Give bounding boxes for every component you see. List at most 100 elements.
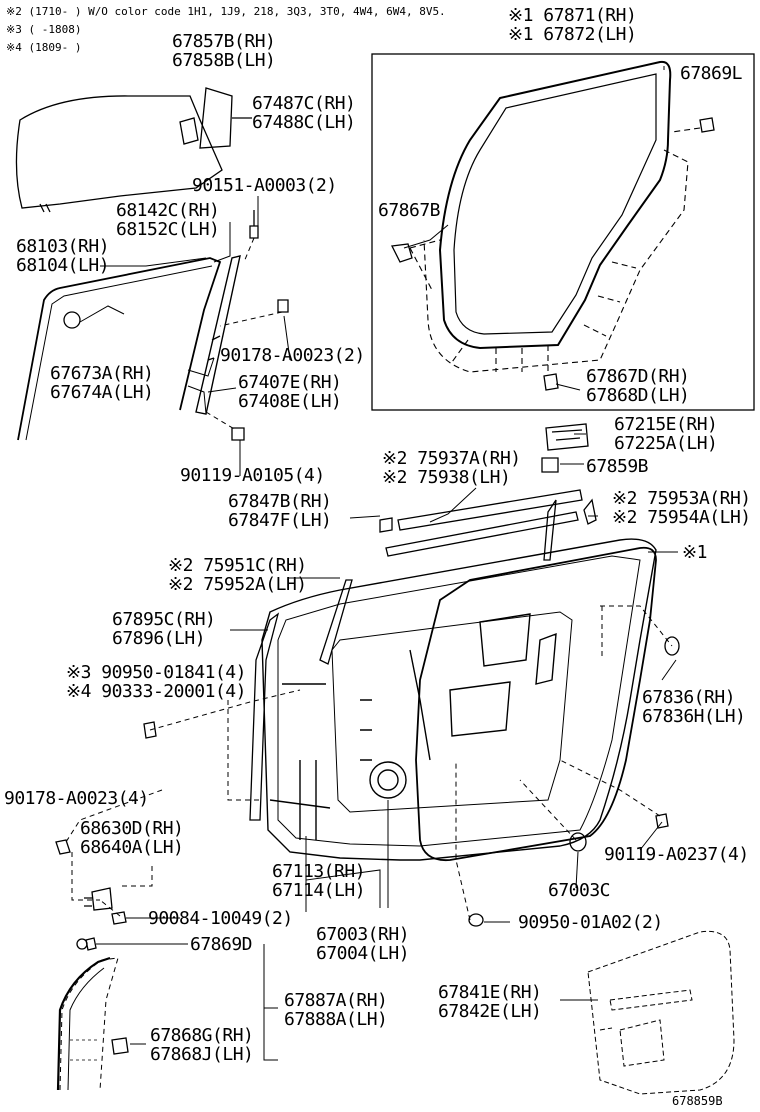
label-67871: ※1 67871(RH) ※1 67872(LH) xyxy=(508,5,637,45)
part-75952a-lh: ※2 75952A(LH) xyxy=(168,574,307,595)
label-67847b: 67847B(RH) 67847F(LH) xyxy=(228,491,332,531)
label-67859b: 67859B xyxy=(586,456,649,477)
part-67842e-lh: 67842E(LH) xyxy=(438,1001,542,1022)
clips-right xyxy=(468,423,680,927)
label-90119-b: 90119-A0237(4) xyxy=(604,844,749,865)
door-trim-67841e xyxy=(587,930,735,1095)
part-67887a-rh: 67887A(RH) xyxy=(284,990,388,1011)
part-67858b-lh: 67858B(LH) xyxy=(172,50,276,71)
label-90950-a: ※3 90950-01841(4) ※4 90333-20001(4) xyxy=(66,663,246,701)
label-90084: 90084-10049(2) xyxy=(148,908,293,929)
part-67003-rh: 67003(RH) xyxy=(316,924,410,945)
part-68103-rh: 68103(RH) xyxy=(16,236,110,257)
label-67215e: 67215E(RH) 67225A(LH) xyxy=(614,414,718,454)
label-67487c: 67487C(RH) 67488C(LH) xyxy=(252,93,356,133)
part-67674a-lh: 67674A(LH) xyxy=(50,382,154,403)
weatherstrip-dashes xyxy=(409,127,701,373)
door-panel xyxy=(261,538,657,861)
part-67836h-lh: 67836H(LH) xyxy=(642,706,746,727)
quarter-seal-67887a xyxy=(56,937,129,1091)
part-67872-lh: ※1 67872(LH) xyxy=(508,24,637,45)
clip-67867d xyxy=(543,373,559,391)
part-75953a-rh: ※2 75953A(RH) xyxy=(612,488,751,509)
part-68640a-lh: 68640A(LH) xyxy=(80,837,184,858)
part-67868d-lh: 67868D(LH) xyxy=(586,385,690,406)
belt-mouldings xyxy=(379,489,597,561)
part-67888a-lh: 67888A(LH) xyxy=(284,1009,388,1030)
label-67113: 67113(RH) 67114(LH) xyxy=(272,861,366,901)
part-67114-lh: 67114(LH) xyxy=(272,880,366,901)
part-67215e-rh: 67215E(RH) xyxy=(614,414,718,435)
part-67847f-lh: 67847F(LH) xyxy=(228,510,332,531)
label-90151: 90151-A0003(2) xyxy=(192,175,337,196)
part-67488c-lh: 67488C(LH) xyxy=(252,112,356,133)
figure-id: 678859B xyxy=(672,1094,723,1108)
part-67225a-lh: 67225A(LH) xyxy=(614,433,718,454)
label-67895c: 67895C(RH) 67896(LH) xyxy=(112,609,216,649)
label-90950-b: 90950-01A02(2) xyxy=(518,912,663,933)
label-67673a: 67673A(RH) 67674A(LH) xyxy=(50,363,154,403)
label-67869d: 67869D xyxy=(190,934,253,955)
leader-lines-solid xyxy=(79,66,678,1061)
part-67868j-lh: 67868J(LH) xyxy=(150,1044,254,1065)
run-channel xyxy=(17,257,222,441)
part-67847b-rh: 67847B(RH) xyxy=(228,491,332,512)
door-weatherstrip xyxy=(415,546,657,862)
screw-90333 xyxy=(143,721,157,739)
part-67407e-rh: 67407E(RH) xyxy=(238,372,342,393)
label-67867b: 67867B xyxy=(378,200,441,221)
label-67003: 67003(RH) 67004(LH) xyxy=(316,924,410,964)
label-mark-1: ※1 xyxy=(682,542,707,563)
note-date-range-3: ※3 ( -1808) xyxy=(6,23,82,36)
label-68142c: 68142C(RH) 68152C(LH) xyxy=(116,200,220,240)
label-90178-b: 90178-A0023(4) xyxy=(4,788,149,809)
part-67113-rh: 67113(RH) xyxy=(272,861,366,882)
part-67896-lh: 67896(LH) xyxy=(112,628,206,649)
weatherstrip-outline xyxy=(438,60,672,350)
part-67004-lh: 67004(LH) xyxy=(316,943,410,964)
part-90333-20001: ※4 90333-20001(4) xyxy=(66,681,246,702)
label-67407e: 67407E(RH) 67408E(LH) xyxy=(238,372,342,412)
part-75937a-rh: ※2 75937A(RH) xyxy=(382,448,521,469)
note-date-range-4: ※4 (1809- ) xyxy=(6,41,82,54)
label-68103: 68103(RH) 68104(LH) xyxy=(16,236,110,276)
part-67871-rh: ※1 67871(RH) xyxy=(508,5,637,26)
part-75954a-lh: ※2 75954A(LH) xyxy=(612,507,751,528)
glass-68103 xyxy=(15,95,223,213)
part-68142c-rh: 68142C(RH) xyxy=(116,200,220,221)
label-90119-a: 90119-A0105(4) xyxy=(180,465,325,486)
label-90178-a: 90178-A0023(2) xyxy=(220,345,365,366)
part-90950-01841: ※3 90950-01841(4) xyxy=(66,662,246,683)
part-67868g-rh: 67868G(RH) xyxy=(150,1025,254,1046)
label-67857b: 67857B(RH) 67858B(LH) xyxy=(172,31,276,71)
part-67408e-lh: 67408E(LH) xyxy=(238,391,342,412)
part-67841e-rh: 67841E(RH) xyxy=(438,982,542,1003)
part-68152c-lh: 68152C(LH) xyxy=(116,219,220,240)
part-67673a-rh: 67673A(RH) xyxy=(50,363,154,384)
label-67841e: 67841E(RH) 67842E(LH) xyxy=(438,982,542,1022)
pillar-garnish-75951c xyxy=(319,579,353,665)
inset-frame xyxy=(371,53,755,411)
note-color-codes: ※2 (1710- ) W/O color code 1H1, 1J9, 218… xyxy=(6,5,446,18)
label-75951c: ※2 75951C(RH) ※2 75952A(LH) xyxy=(168,556,307,594)
part-75951c-rh: ※2 75951C(RH) xyxy=(168,555,307,576)
part-75938-lh: ※2 75938(LH) xyxy=(382,467,511,488)
garnish-67487c xyxy=(199,87,233,149)
label-75937a: ※2 75937A(RH) ※2 75938(LH) xyxy=(382,449,521,487)
part-68104-lh: 68104(LH) xyxy=(16,255,110,276)
part-67867d-rh: 67867D(RH) xyxy=(586,366,690,387)
label-67887a: 67887A(RH) 67888A(LH) xyxy=(284,990,388,1030)
part-67487c-rh: 67487C(RH) xyxy=(252,93,356,114)
clip-67869l xyxy=(699,117,715,133)
part-67895c-rh: 67895C(RH) xyxy=(112,609,216,630)
part-67857b-rh: 67857B(RH) xyxy=(172,31,276,52)
belt-67895c xyxy=(249,612,280,821)
label-67869l: 67869L xyxy=(680,63,743,84)
label-67003c: 67003C xyxy=(548,880,611,901)
label-67868g: 67868G(RH) 67868J(LH) xyxy=(150,1025,254,1065)
part-68630d-rh: 68630D(RH) xyxy=(80,818,184,839)
leader-lines-dashed xyxy=(65,605,673,921)
division-bar xyxy=(195,255,241,415)
